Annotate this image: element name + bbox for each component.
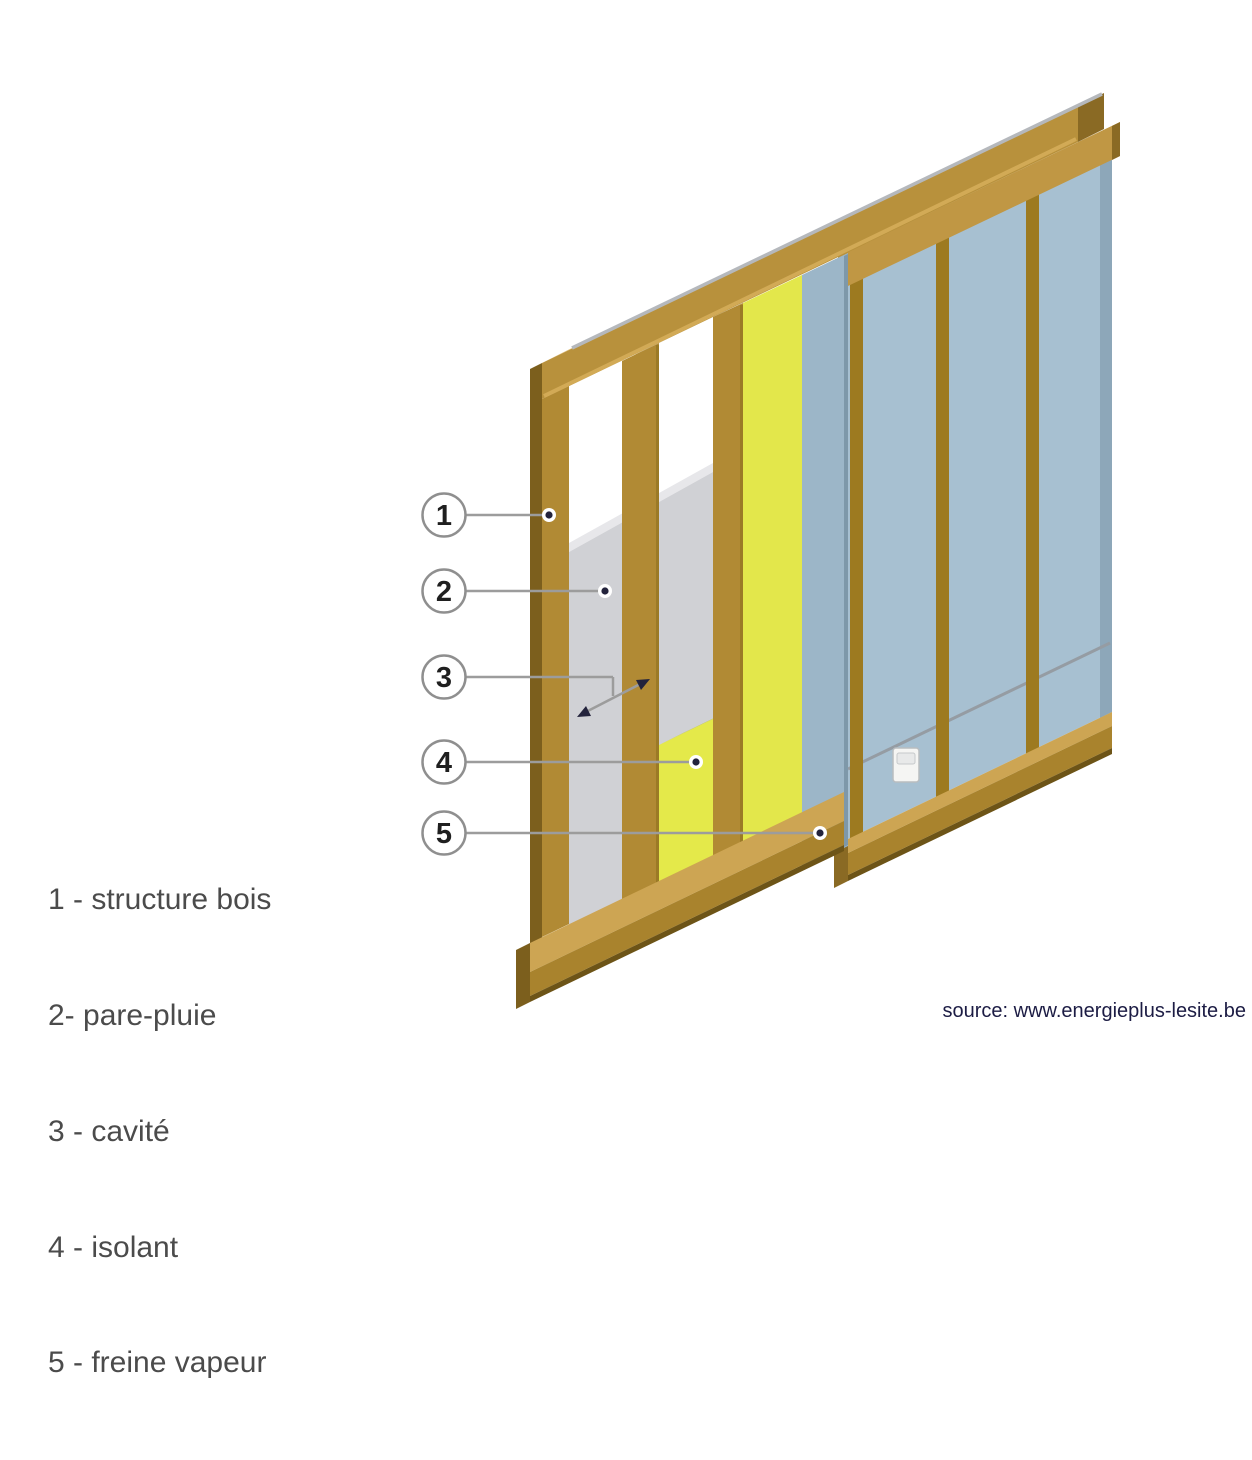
wood-batten-1	[850, 273, 863, 839]
callout-circle-3	[421, 654, 467, 700]
left-stud-side-face	[530, 363, 542, 957]
legend-item-structure-bois: 1 - structure bois	[48, 883, 272, 917]
wall-assembly-diagram: 1 2 3 4 5 1 - structure bois 2- pare-plu…	[48, 92, 1247, 1380]
cap-batten	[848, 122, 1120, 286]
source-credit: source: www.energieplus-lesite.be	[942, 1000, 1247, 1022]
left-stud-front-face	[542, 386, 569, 937]
callout-number-3: 3	[436, 662, 452, 694]
callout-number-5: 5	[436, 818, 452, 850]
insulation-strip	[743, 275, 802, 848]
dot-2	[601, 587, 609, 595]
arrowhead-down-left	[577, 706, 591, 717]
bottom-plate-end-face	[516, 943, 530, 1009]
blue-panel-area	[848, 153, 1112, 839]
vapour-sheet-edge	[802, 253, 848, 868]
bottom-rail-front-face	[848, 726, 1112, 875]
callout-circle-2	[421, 568, 467, 614]
callout-circle-5	[421, 810, 467, 856]
top-plate-bottom-lip	[543, 137, 1077, 398]
dot-4	[692, 758, 700, 766]
callout-circle-4	[421, 739, 467, 785]
panel-horizontal-seam	[847, 641, 1111, 771]
callout-circles: 1 2 3 4 5	[421, 492, 467, 856]
legend-item-freine-vapeur: 5 - freine vapeur	[48, 1346, 267, 1380]
dot-5	[816, 829, 824, 837]
callout-number-1: 1	[436, 500, 452, 532]
vapour-sheet-edge-line	[844, 254, 848, 847]
cap-batten-end-face	[1112, 122, 1120, 160]
insulation-layer	[659, 253, 848, 883]
membrane-edge-line-above-beam	[571, 92, 1103, 350]
timber-frame	[516, 92, 1104, 1009]
middle-stud	[622, 343, 659, 902]
legend-item-pare-pluie: 2- pare-pluie	[48, 998, 217, 1032]
dot-1	[545, 511, 553, 519]
right-stud	[713, 303, 743, 857]
socket-face-detail	[896, 752, 916, 765]
callout-number-2: 2	[436, 576, 452, 608]
isometric-wall-drawing: 1 2 3 4 5	[421, 92, 1120, 1009]
callout-leaders	[466, 513, 820, 835]
wood-batten-2	[936, 232, 949, 798]
callout-number-4: 4	[436, 747, 452, 779]
callout-circle-1	[421, 492, 467, 538]
blue-panel-right-edge	[1100, 153, 1112, 718]
leader-3-arrow-shaft	[581, 679, 647, 716]
wood-batten-3	[1026, 188, 1039, 754]
top-plate-end-face	[1078, 93, 1104, 142]
leader-endpoints	[542, 508, 827, 840]
insulation-block-face	[659, 719, 713, 883]
legend: 1 - structure bois 2- pare-pluie 3 - cav…	[48, 804, 271, 1460]
legend-item-isolant: 4 - isolant	[48, 1230, 179, 1264]
arrowhead-up-right	[636, 679, 650, 690]
top-plate-front-face	[542, 106, 1078, 399]
vapour-barrier-cladding	[834, 122, 1120, 888]
bottom-plate-front-face	[530, 821, 844, 996]
bottom-rail-top-face	[848, 712, 1112, 853]
bottom-rail-underside	[848, 748, 1112, 881]
legend-item-cavite: 3 - cavité	[48, 1114, 170, 1148]
bottom-plate-underside	[530, 845, 844, 1002]
bottom-plate-top-face	[530, 792, 844, 972]
